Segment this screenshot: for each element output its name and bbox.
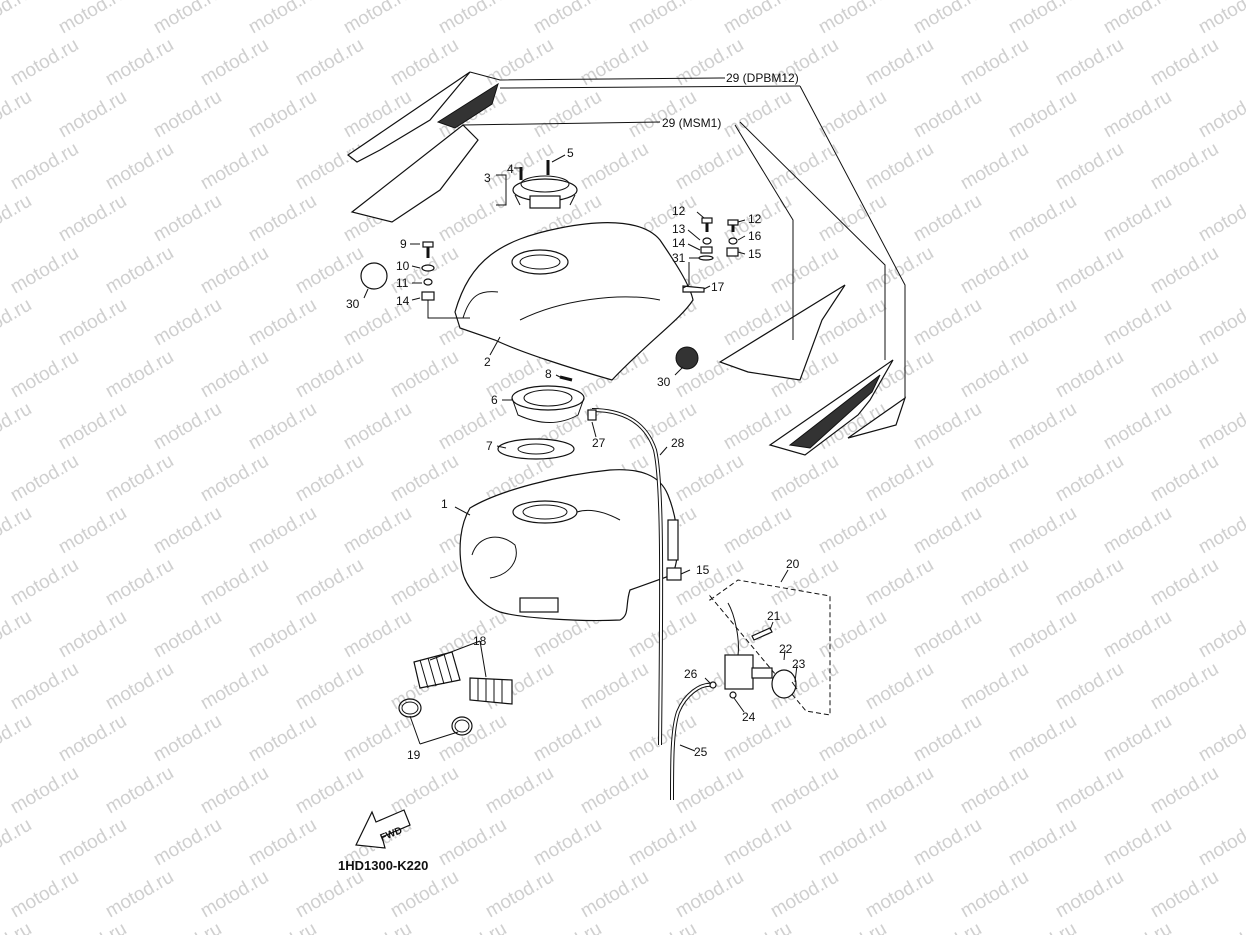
callout-29-dpbm12: 29 (DPBM12)	[726, 71, 799, 85]
callout-7: 7	[486, 439, 493, 453]
callout-leaders	[363, 154, 798, 752]
callout-15-upper: 15	[748, 247, 762, 261]
callout-22: 22	[779, 642, 793, 656]
callout-6: 6	[491, 393, 498, 407]
emblem-30-right	[675, 346, 699, 370]
fuel-cock-assembly	[709, 579, 831, 716]
callout-23: 23	[792, 657, 806, 671]
callout-26: 26	[684, 667, 698, 681]
callout-27: 27	[592, 436, 606, 450]
hose-18-right	[469, 677, 513, 705]
callout-24: 24	[742, 710, 756, 724]
emblem-30-left	[360, 262, 388, 290]
breather-hose	[591, 408, 664, 746]
washer-31	[698, 255, 714, 261]
callout-1: 1	[441, 497, 448, 511]
callout-19: 19	[407, 748, 421, 762]
decal-msm1-left	[350, 124, 479, 223]
callout-3: 3	[484, 171, 491, 185]
callout-13: 13	[672, 222, 686, 236]
clamp-19-left	[398, 698, 422, 718]
fuel-tank	[459, 469, 679, 622]
callout-5: 5	[567, 146, 574, 160]
decal-right-upper	[718, 284, 846, 381]
diagram-code: 1HD1300-K220	[338, 858, 429, 873]
tank-cover	[454, 222, 694, 381]
bolt-12-right	[727, 219, 739, 232]
stay-17	[682, 285, 705, 293]
damper-14-left	[421, 291, 435, 301]
damper-14-right	[700, 246, 713, 254]
clamp-19-right	[451, 716, 473, 736]
callout-20: 20	[786, 557, 800, 571]
collar-11	[423, 278, 433, 286]
decal-right-lower	[768, 359, 907, 456]
drain-hose	[670, 682, 714, 801]
collar-16	[728, 237, 738, 245]
callout-18: 18	[473, 634, 487, 648]
washer-10	[421, 264, 435, 272]
callout-8: 8	[545, 367, 552, 381]
fuel-cap-assembly	[512, 175, 578, 209]
callout-2: 2	[484, 355, 491, 369]
hose-18-left	[413, 651, 461, 689]
bolt-12-left	[701, 217, 713, 232]
callout-10: 10	[396, 259, 410, 273]
callout-17: 17	[711, 280, 725, 294]
callout-30-right: 30	[657, 375, 671, 389]
filler-ring	[511, 385, 585, 423]
bolt-4-5	[519, 160, 550, 180]
filler-gasket	[497, 438, 575, 460]
callout-4: 4	[507, 162, 514, 176]
leader-lines-29	[462, 71, 906, 398]
callout-15-lower: 15	[696, 563, 710, 577]
decal-dpbm12-upper-left	[346, 71, 499, 163]
callout-29-msm1: 29 (MSM1)	[662, 116, 721, 130]
callout-14-left: 14	[396, 294, 410, 308]
callout-31: 31	[672, 251, 686, 265]
callout-12-right: 12	[748, 212, 762, 226]
callout-30-left: 30	[346, 297, 360, 311]
callout-9: 9	[400, 237, 407, 251]
callout-25: 25	[694, 745, 708, 759]
bolt-9	[422, 241, 434, 258]
callout-12-left: 12	[672, 204, 686, 218]
fitting-27	[587, 409, 597, 421]
collar-13	[702, 237, 712, 245]
damper-15-lower	[666, 567, 682, 581]
callout-21: 21	[767, 609, 781, 623]
fwd-arrow-indicator: FWD	[355, 809, 411, 849]
callout-28: 28	[671, 436, 685, 450]
callout-14-right: 14	[672, 236, 686, 250]
callout-11: 11	[396, 276, 409, 290]
damper-15-upper	[726, 247, 739, 257]
callout-16: 16	[748, 229, 762, 243]
